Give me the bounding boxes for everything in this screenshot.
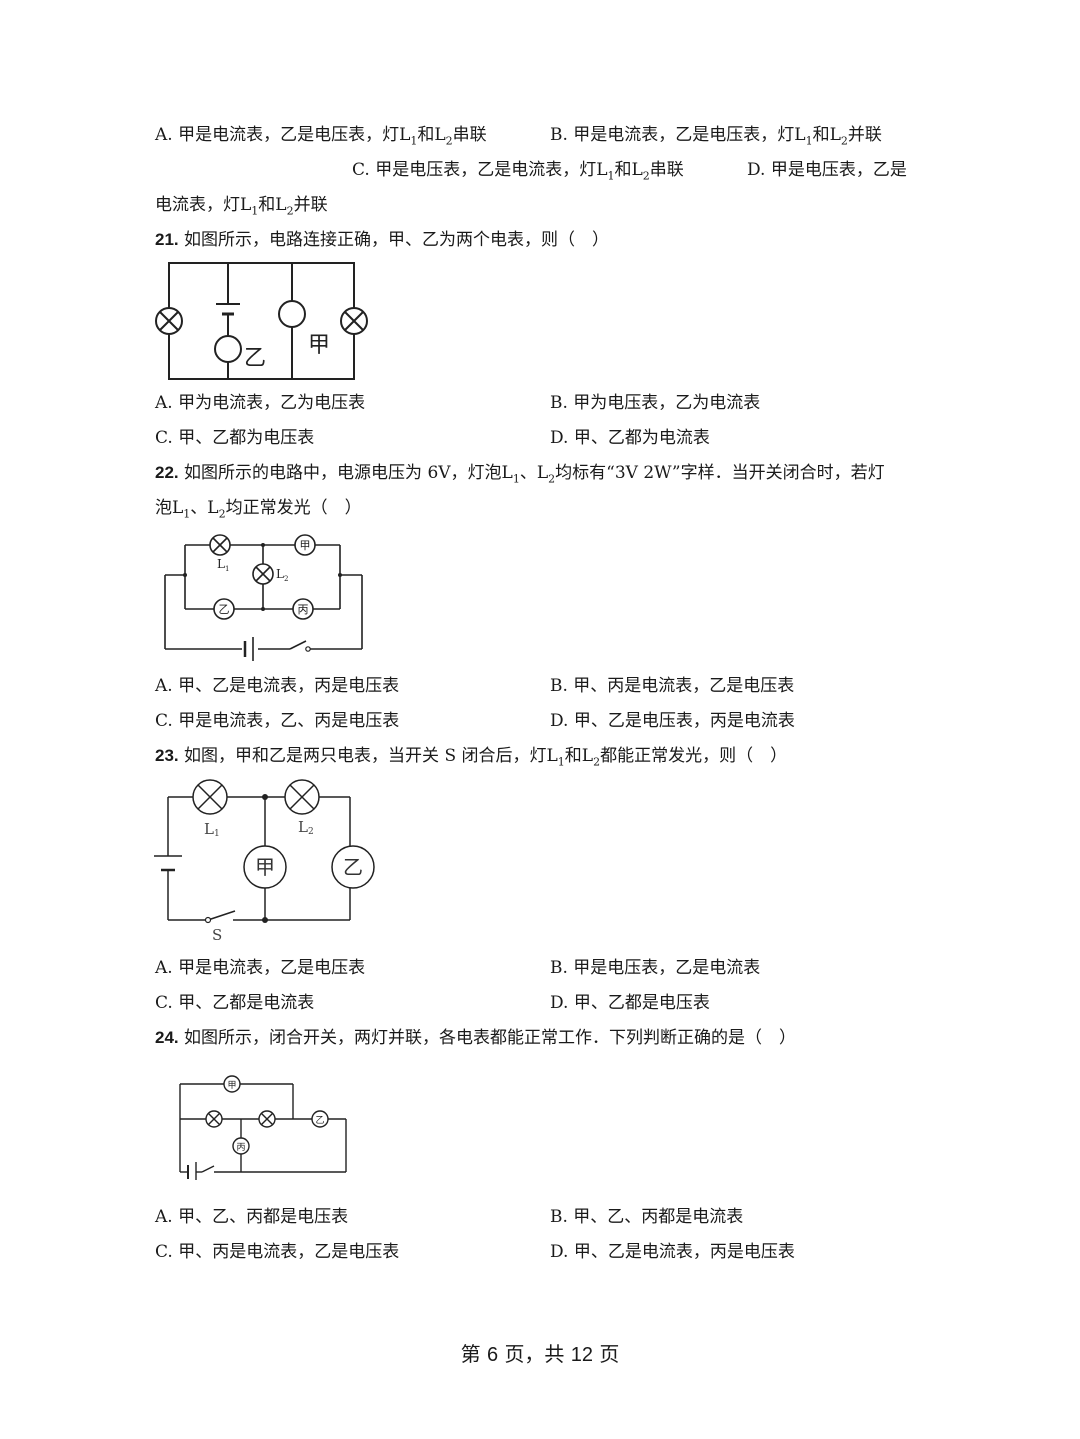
q21-option-b: B. 甲为电压表，乙为电流表 [550,393,761,413]
q24-option-a: A. 甲、乙、丙都是电压表 [155,1207,349,1227]
q20-option-d-cont: 电流表，灯L1和L2并联 [155,195,328,218]
q23-option-b: B. 甲是电压表，乙是电流表 [550,958,761,978]
q23-option-a: A. 甲是电流表，乙是电压表 [155,958,366,978]
q24-lamp-right-icon [258,1110,276,1128]
q22-label-jia: 甲 [300,539,311,552]
q23-meter-yi-icon [331,845,375,889]
q22-option-b: B. 甲、丙是电流表，乙是电压表 [550,676,795,696]
q23-label-l1: L [204,820,214,838]
q21-label-jia: 甲 [308,333,330,358]
q23-meter-jia-icon [243,845,287,889]
q24-number: 24. [155,1028,179,1047]
q22-option-d: D. 甲、乙是电压表，丙是电流表 [550,711,795,731]
q20-option-c: C. 甲是电压表，乙是电流表，灯L1和L2串联 [352,160,684,183]
q20-option-b: B. 甲是电流表，乙是电压表，灯L1和L2并联 [550,125,882,148]
q24-option-b: B. 甲、乙、丙都是电流表 [550,1207,744,1227]
q23-number: 23. [155,746,179,765]
q22-meter-yi-icon [213,598,235,620]
q22-option-a: A. 甲、乙是电流表，丙是电压表 [155,676,400,696]
q22-label-l2-sub: 2 [284,575,288,583]
q21-stem: 21. 如图所示，电路连接正确，甲、乙为两个电表，则（ ） [155,230,610,250]
q24-label-bing: 丙 [236,1142,245,1153]
q22-lamp-l1-icon [209,534,231,556]
q23-label-l1-sub: 1 [214,829,220,839]
q23-stem: 23. 如图，甲和乙是两只电表，当开关 S 闭合后，灯L1和L2都能正常发光，则… [155,746,788,769]
q22-label-yi: 乙 [219,603,230,616]
q21-number: 21. [155,230,179,249]
q24-meter-jia-icon [223,1075,241,1093]
q23-label-switch: S [212,926,222,944]
q21-lamp-right-icon [340,307,368,335]
q24-option-d: D. 甲、乙是电流表，丙是电压表 [550,1242,795,1262]
q22-label-l2: L [276,567,284,581]
q23-label-jia: 甲 [255,855,275,879]
q24-circuit-diagram: 甲 乙 丙 [170,1070,355,1180]
q24-meter-yi-icon [311,1110,329,1128]
q23-label-l2: L [298,818,308,836]
q21-option-c: C. 甲、乙都为电压表 [155,428,315,448]
q21-meter-jia-icon [278,300,306,328]
q23-option-d: D. 甲、乙都是电压表 [550,993,710,1013]
page-footer: 第 6 页，共 12 页 [460,1342,620,1366]
q24-stem: 24. 如图所示，闭合开关，两灯并联，各电表都能正常工作．下列判断正确的是（ ） [155,1028,797,1048]
q23-circuit-diagram: L 1 L 2 甲 乙 S [150,778,380,946]
q24-option-c: C. 甲、丙是电流表，乙是电压表 [155,1242,400,1262]
q21-label-yi: 乙 [244,346,266,371]
q22-label-l1-sub: 1 [225,565,229,573]
q21-lamp-left-icon [155,307,183,335]
q22-label-bing: 丙 [298,603,309,616]
q21-option-a: A. 甲为电流表，乙为电压表 [155,393,366,413]
q22-number: 22. [155,463,179,482]
q24-lamp-left-icon [205,1110,223,1128]
q21-circuit-diagram: 乙 甲 [150,258,380,386]
q24-label-jia: 甲 [227,1080,236,1091]
q22-stem-line1: 22. 如图所示的电路中，电源电压为 6V，灯泡L1、L2均标有“3V 2W”字… [155,463,885,486]
q20-option-d-start: D. 甲是电压表，乙是 [747,160,907,180]
q24-label-yi: 乙 [315,1115,324,1126]
q22-circuit-diagram: L 1 L 2 甲 乙 丙 [160,532,370,664]
q23-label-yi: 乙 [343,855,363,879]
q22-stem-line2: 泡L1、L2均正常发光（ ） [155,498,362,521]
q22-lamp-l2-icon [252,563,274,585]
q22-meter-bing-icon [292,598,314,620]
q22-meter-jia-icon [294,534,316,556]
q21-meter-yi-icon [214,335,242,363]
q24-meter-bing-icon [232,1137,250,1155]
q22-label-l1: L [217,557,225,571]
q23-lamp-l2-icon [284,779,320,815]
q23-lamp-l1-icon [192,779,228,815]
q20-option-a: A. 甲是电流表，乙是电压表，灯L1和L2串联 [155,125,487,148]
q23-label-l2-sub: 2 [308,827,314,837]
q23-option-c: C. 甲、乙都是电流表 [155,993,315,1013]
q21-option-d: D. 甲、乙都为电流表 [550,428,710,448]
q22-option-c: C. 甲是电流表，乙、丙是电压表 [155,711,400,731]
